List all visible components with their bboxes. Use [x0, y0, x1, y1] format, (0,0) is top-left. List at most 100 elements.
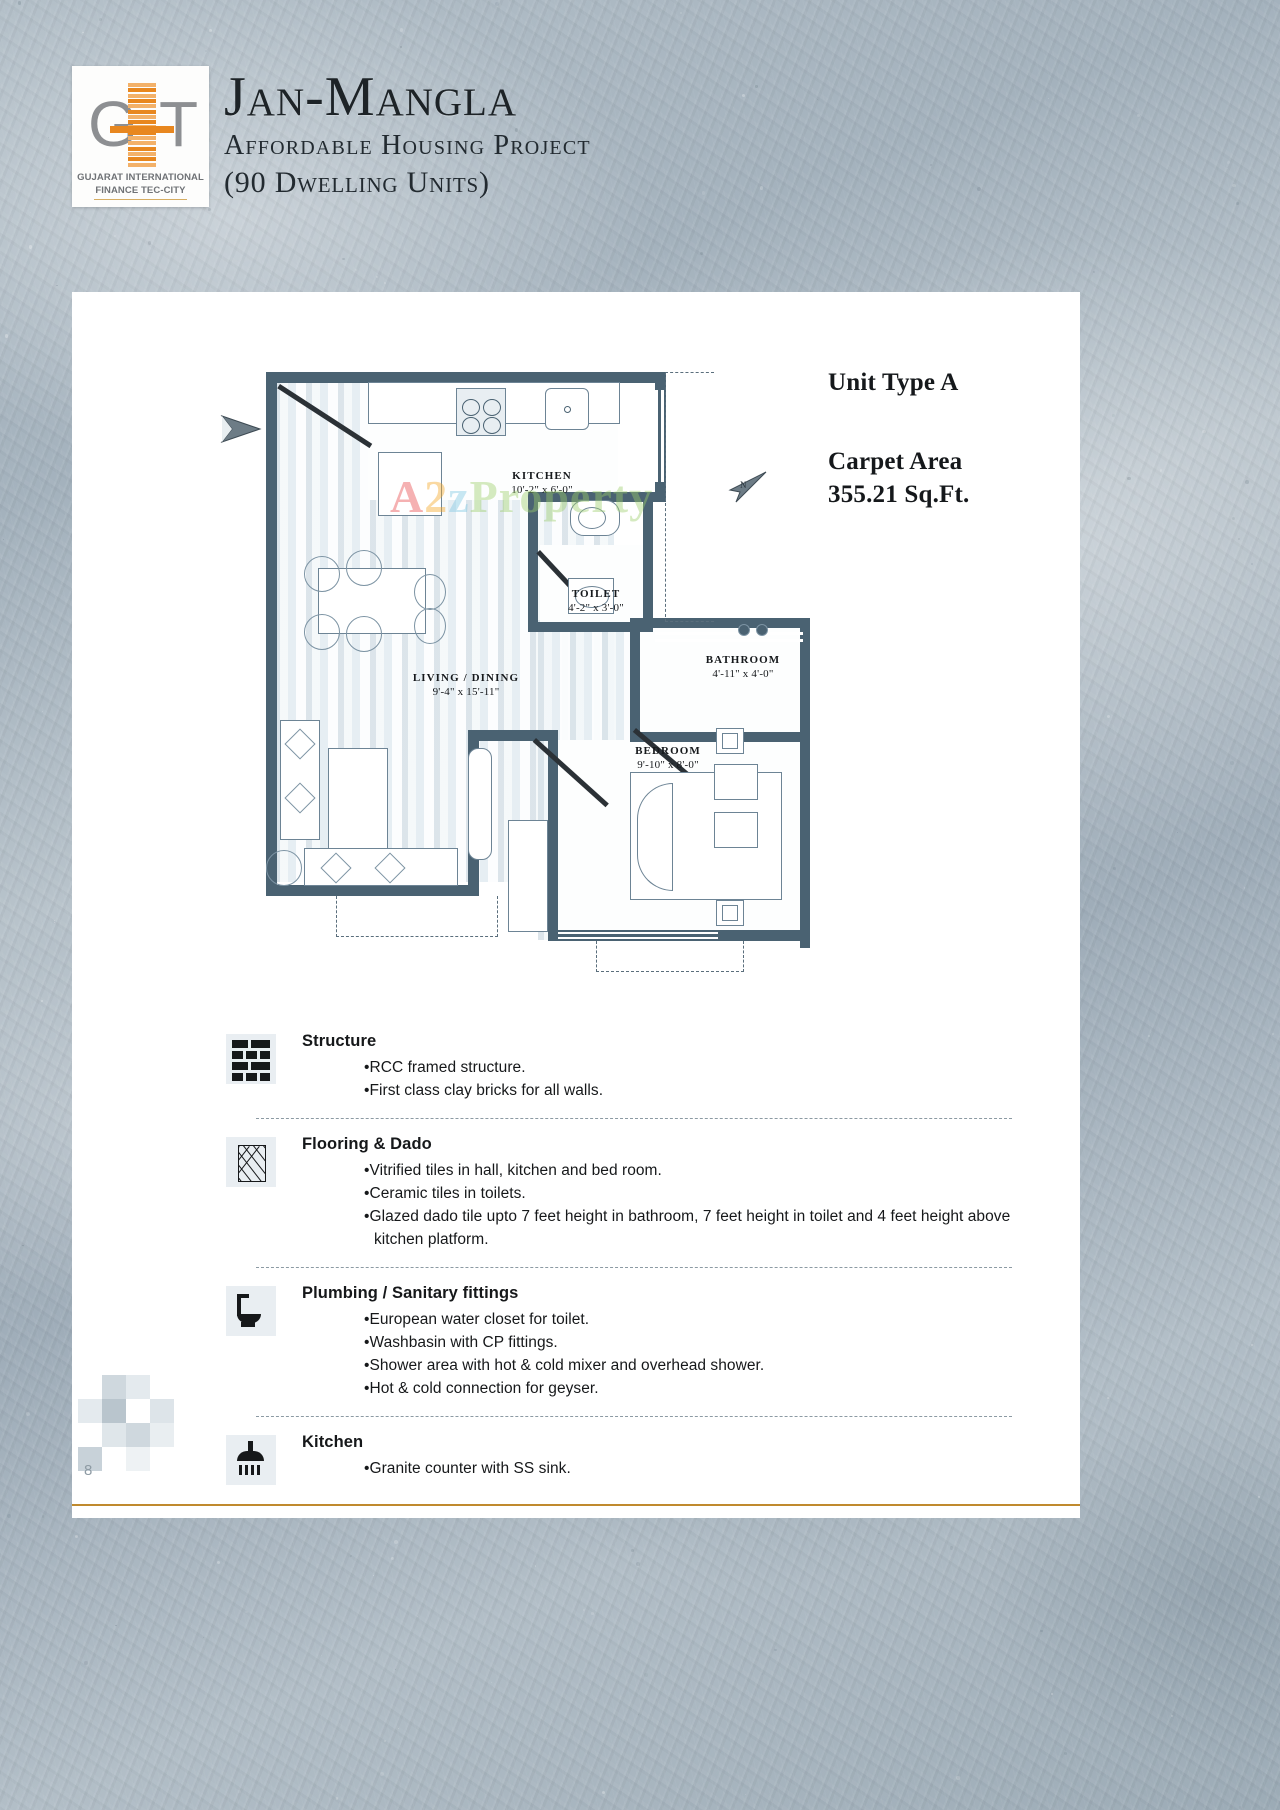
wall-kitchen-bottom [528, 492, 666, 502]
tile-hatch-icon [226, 1137, 276, 1187]
room-label-kitchen: KITCHEN 10'-2" x 6'-0" [511, 470, 573, 496]
pillow [714, 764, 758, 800]
dashed-projection-right [665, 372, 714, 622]
logo-crossbar [110, 126, 174, 133]
logo-org-line2: FINANCE TEC-CITY [95, 185, 186, 196]
spec-title: Structure [302, 1032, 377, 1050]
logo-letter-t: T [159, 88, 199, 160]
spec-divider [256, 1267, 1012, 1268]
carpet-area-label: Carpet Area [828, 448, 963, 475]
spec-divider [256, 1416, 1012, 1417]
spec-title: Kitchen [302, 1433, 364, 1451]
card-footer-strip [72, 1506, 1080, 1518]
shower-fitting [738, 624, 750, 636]
spec-item: Glazed dado tile upto 7 feet height in b… [302, 1205, 1012, 1251]
wall-left [266, 372, 277, 896]
window-bathroom [655, 632, 803, 635]
title-block: Jan-Mangla Affordable Housing Project (9… [224, 68, 924, 202]
dining-chair [414, 608, 446, 644]
window-kitchen [655, 390, 658, 482]
nightstand [716, 728, 744, 754]
project-title: Jan-Mangla [224, 66, 518, 128]
dining-chair [414, 574, 446, 610]
window-bedroom-2 [558, 937, 718, 939]
stove-icon [456, 388, 506, 436]
page-header: G T GUJARAT INTERNATIONAL FINANCE TEC-CI… [0, 0, 1280, 292]
wardrobe-niche [468, 748, 492, 860]
wall-bathroom-top [630, 618, 810, 628]
unit-info-block: Unit Type A Carpet Area 355.21 Sq.Ft. [828, 366, 1058, 511]
spec-items: RCC framed structure. First class clay b… [302, 1056, 1012, 1102]
spec-item: Vitrified tiles in hall, kitchen and bed… [302, 1159, 1012, 1182]
spec-title: Flooring & Dado [302, 1135, 432, 1153]
carpet-area-value: 355.21 Sq.Ft. [828, 481, 970, 508]
wall-toilet-left [528, 492, 538, 632]
bedroom-wardrobe [508, 820, 548, 932]
wall-mid-horiz [468, 730, 558, 741]
spec-item: Hot & cold connection for geyser. [302, 1377, 1012, 1400]
wall-bottom-left [266, 885, 478, 896]
wall-top [266, 372, 666, 383]
spec-title: Plumbing / Sanitary fittings [302, 1284, 519, 1302]
dining-chair [304, 614, 340, 650]
wall-toilet-right [643, 492, 653, 622]
pillow [714, 812, 758, 848]
washbasin-icon [568, 578, 614, 614]
room-label-living-dining: LIVING / DINING 9'-4" x 15'-11" [412, 672, 520, 698]
spec-plumbing: Plumbing / Sanitary fittings European wa… [222, 1282, 1012, 1410]
spec-item: European water closet for toilet. [302, 1308, 1012, 1331]
wall-right [800, 618, 810, 948]
wall-toilet-bottom [528, 622, 653, 632]
project-units-line: (90 Dwelling Units) [224, 166, 490, 199]
room-bathroom-body [638, 628, 804, 738]
spec-items: Vitrified tiles in hall, kitchen and bed… [302, 1159, 1012, 1251]
floor-plan-drawing: KITCHEN 10'-2" x 6'-0" TOILET 4'-2" x 3'… [218, 360, 818, 980]
spec-item: First class clay bricks for all walls. [302, 1079, 1012, 1102]
sofa-bottom [304, 848, 458, 886]
specifications-section: Structure RCC framed structure. First cl… [222, 1030, 1012, 1490]
dashed-projection-bottom-left [336, 896, 498, 937]
refrigerator [378, 452, 442, 516]
dining-chair [346, 550, 382, 586]
wall-kitchen-right [655, 372, 666, 498]
sofa-left [280, 720, 320, 840]
north-arrow-icon-2: N [728, 471, 767, 503]
window-bedroom [558, 932, 718, 934]
spec-item: Washbasin with CP fittings. [302, 1331, 1012, 1354]
dining-chair [346, 616, 382, 652]
toilet-icon [226, 1286, 276, 1336]
project-subtitle: Affordable Housing Project [224, 130, 591, 161]
nightstand [716, 900, 744, 926]
room-label-toilet: TOILET 4'-2" x 3'-0" [568, 588, 624, 614]
kitchen-icon [226, 1435, 276, 1485]
gift-logo: G T GUJARAT INTERNATIONAL FINANCE TEC-CI… [72, 66, 209, 207]
logo-bars-icon [128, 83, 156, 167]
logo-underline [94, 199, 187, 200]
unit-type-label: Unit Type A [828, 369, 959, 396]
window-bathroom-2 [655, 639, 803, 642]
dashed-projection-bottom-right [596, 941, 744, 972]
wall-bedroom-left [548, 732, 558, 940]
room-label-bedroom: BEDROOM 9'-10" x 8'-0" [635, 745, 701, 771]
logo-org-line1: GUJARAT INTERNATIONAL [77, 172, 204, 183]
spec-flooring: Flooring & Dado Vitrified tiles in hall,… [222, 1133, 1012, 1261]
room-label-bathroom: BATHROOM 4'-11" x 4'-0" [705, 654, 781, 680]
spec-divider [256, 1118, 1012, 1119]
spec-items: European water closet for toilet. Washba… [302, 1308, 1012, 1400]
mixer-fitting [756, 624, 768, 636]
spec-item: Ceramic tiles in toilets. [302, 1182, 1012, 1205]
spec-structure: Structure RCC framed structure. First cl… [222, 1030, 1012, 1112]
kitchen-sink-icon [545, 388, 589, 430]
side-stool [266, 850, 302, 886]
gift-logo-mark: G T [86, 82, 199, 168]
page-number: 8 [84, 1462, 93, 1479]
water-closet-icon [570, 500, 620, 536]
wall-bathroom-left [630, 618, 640, 742]
brick-icon [226, 1034, 276, 1084]
coffee-table [328, 748, 388, 850]
window-kitchen-2 [661, 390, 664, 482]
north-arrow-icon [220, 414, 262, 444]
gold-divider [72, 1504, 1080, 1506]
svg-text:N: N [740, 480, 747, 490]
spec-item: Granite counter with SS sink. [302, 1457, 1012, 1480]
